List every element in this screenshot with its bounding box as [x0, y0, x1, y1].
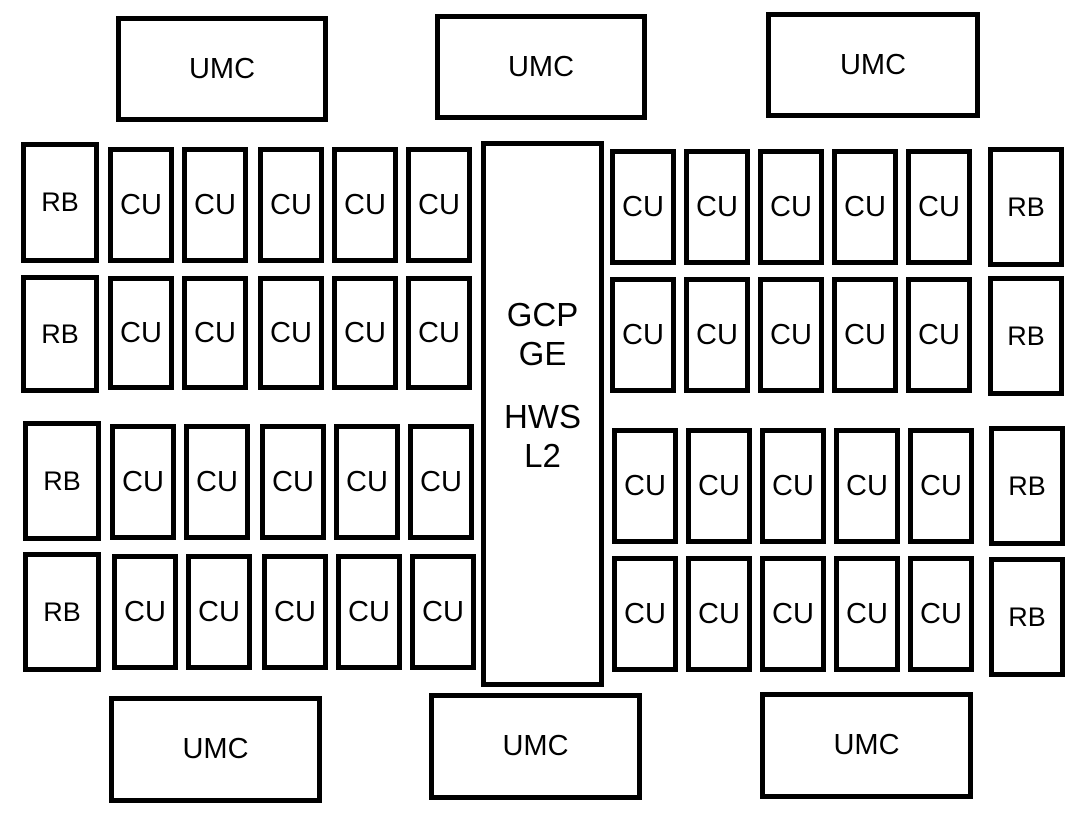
umc-top-2: UMC [435, 14, 647, 120]
compute-unit: CU [332, 147, 398, 263]
ge-label: GE [518, 334, 567, 372]
compute-unit: CU [834, 556, 900, 672]
compute-unit: CU [258, 147, 324, 263]
compute-unit: CU [182, 276, 248, 390]
compute-unit: CU [262, 554, 328, 670]
compute-unit: CU [406, 147, 472, 263]
gcp-label: GCP [506, 296, 579, 333]
compute-unit: CU [612, 556, 678, 672]
compute-unit: CU [406, 276, 472, 390]
compute-unit: CU [108, 276, 174, 390]
compute-unit: CU [906, 277, 972, 393]
render-backend-left-1: RB [21, 142, 99, 263]
umc-bottom-3: UMC [760, 692, 973, 799]
umc-top-3: UMC [766, 12, 980, 118]
compute-unit: CU [332, 276, 398, 390]
compute-unit: CU [260, 424, 326, 540]
compute-unit: CU [336, 554, 402, 670]
umc-bottom-2: UMC [429, 693, 642, 800]
hws-label: HWS [504, 397, 581, 435]
gcp-ge-hws-l2-block: GCP GE HWS L2 [481, 141, 604, 687]
render-backend-right-4: RB [989, 557, 1065, 677]
compute-unit: CU [760, 556, 826, 672]
compute-unit: CU [110, 424, 176, 540]
compute-unit: CU [684, 277, 750, 393]
compute-unit: CU [684, 149, 750, 265]
render-backend-left-4: RB [23, 552, 101, 672]
compute-unit: CU [182, 147, 248, 263]
compute-unit: CU [758, 277, 824, 393]
l2-label: L2 [524, 436, 561, 474]
compute-unit: CU [908, 556, 974, 672]
compute-unit: CU [408, 424, 474, 540]
compute-unit: CU [258, 276, 324, 390]
render-backend-right-1: RB [988, 147, 1064, 267]
compute-unit: CU [760, 428, 826, 544]
compute-unit: CU [832, 277, 898, 393]
compute-unit: CU [758, 149, 824, 265]
compute-unit: CU [186, 554, 252, 670]
compute-unit: CU [108, 147, 174, 263]
render-backend-left-3: RB [23, 421, 101, 541]
render-backend-right-2: RB [988, 276, 1064, 396]
compute-unit: CU [612, 428, 678, 544]
compute-unit: CU [334, 424, 400, 540]
compute-unit: CU [834, 428, 900, 544]
umc-top-1: UMC [116, 16, 328, 122]
compute-unit: CU [610, 149, 676, 265]
compute-unit: CU [686, 556, 752, 672]
compute-unit: CU [686, 428, 752, 544]
compute-unit: CU [832, 149, 898, 265]
compute-unit: CU [184, 424, 250, 540]
compute-unit: CU [112, 554, 178, 670]
render-backend-right-3: RB [989, 426, 1065, 546]
compute-unit: CU [410, 554, 476, 670]
compute-unit: CU [610, 277, 676, 393]
compute-unit: CU [906, 149, 972, 265]
umc-bottom-1: UMC [109, 696, 322, 803]
render-backend-left-2: RB [21, 275, 99, 393]
compute-unit: CU [908, 428, 974, 544]
